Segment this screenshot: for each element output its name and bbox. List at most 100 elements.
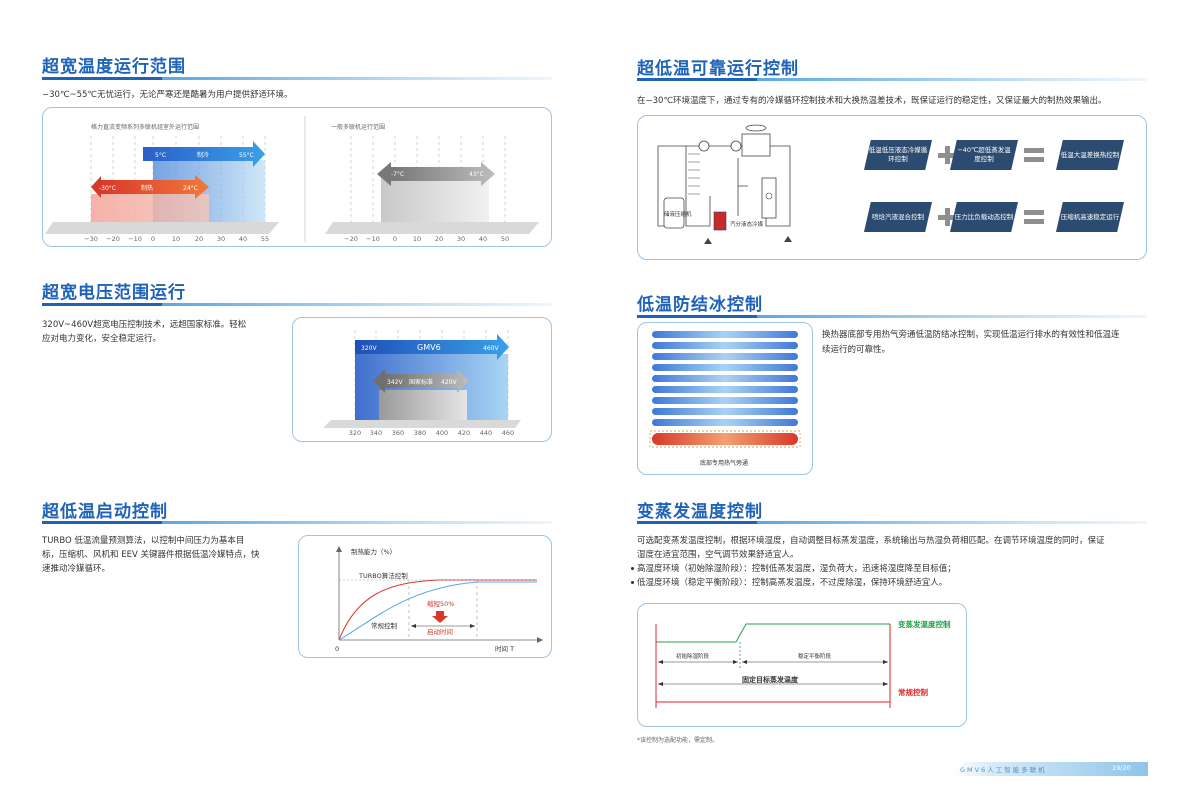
equals-icon xyxy=(1024,210,1044,224)
coil-caption: 底部专用热气旁通 xyxy=(700,459,748,467)
start-desc-2: 标，压缩机、风机和 EEV 关键器件根据低温冷媒特点，快 xyxy=(42,550,260,560)
gmv-arrow xyxy=(355,334,509,360)
heat-left: -30°C xyxy=(99,185,116,192)
axis-tick-label: 440 xyxy=(480,429,492,437)
section-title-anti-freeze: 低温防结冰控制 xyxy=(637,295,763,315)
axis-tick-label: 340 xyxy=(370,429,382,437)
axis-tick-label: 10 xyxy=(172,235,180,243)
startup-origin: 0 xyxy=(335,645,339,653)
title-underline xyxy=(42,521,162,524)
separator-label: 汽分液态冷媒 xyxy=(730,220,764,228)
axis-tick-label: 20 xyxy=(195,235,203,243)
axis-tick-label: 0 xyxy=(151,235,155,243)
footer-brand: GMV6人工智能多联机 xyxy=(960,766,1047,774)
axis-tick-label: 460 xyxy=(502,429,514,437)
coil-tube xyxy=(652,342,798,349)
plus-icon xyxy=(938,208,956,226)
coil-diagram: 底部专用热气旁通 xyxy=(649,331,801,467)
axis-tick-label: 20 xyxy=(435,235,443,243)
normal-zone xyxy=(381,174,489,222)
reliable-panel: 储液压缩机 汽分液态冷媒 低温低压液态冷媒循环控制 −40℃超低蒸发温度控制 低… xyxy=(637,115,1147,260)
evap-panel: 初始除湿阶段 稳定平衡阶段 固定目标蒸发温度 变蒸发温度控制 常规控制 xyxy=(637,603,967,727)
refrigerant-diagram: 储液压缩机 汽分液态冷媒 xyxy=(657,124,792,244)
axis-tick-label: −10 xyxy=(366,235,380,243)
startup-chart: 制热能力（%） 0 时间 T TURBO算法控制 常规控制 缩短50% 启动时间 xyxy=(335,546,543,653)
compressor-tank-icon xyxy=(663,197,685,229)
start-desc-3: 速推动冷媒循环。 xyxy=(42,564,111,574)
temp-range-desc: −30℃~55℃无忧运行，无论严寒还是酷暑为用户提供舒适环境。 xyxy=(42,90,293,100)
normal-left: -7°C xyxy=(391,171,404,178)
coil-tube xyxy=(652,364,798,371)
chart-b-caption: 一般多联机运行范围 xyxy=(331,123,385,131)
start-desc-1: TURBO 低温流量预测算法，以控制中间压力为基本目 xyxy=(42,536,245,546)
green-label: 变蒸发温度控制 xyxy=(898,619,951,629)
heat-right: 24°C xyxy=(183,185,198,192)
title-underline-fade xyxy=(162,303,552,306)
down-arrow-icon xyxy=(432,611,448,623)
heat-zone xyxy=(91,194,209,222)
section-title-voltage: 超宽电压范围运行 xyxy=(42,283,186,303)
page-number: 19/20 xyxy=(1112,764,1131,772)
red-label: 常规控制 xyxy=(898,687,928,697)
section-title-temp-range: 超宽温度运行范围 xyxy=(42,57,186,77)
axis-tick-label: 360 xyxy=(392,429,404,437)
equals-icon xyxy=(1024,148,1044,162)
axis-tick-label: 320 xyxy=(349,429,361,437)
title-underline-fade xyxy=(757,78,1147,81)
title-underline-fade xyxy=(757,315,1147,318)
temp-range-chart: 格力直流变频系列多联机组室外运行范围 5°C 制冷 55°C -30°C 制热 … xyxy=(45,116,539,243)
title-underline-fade xyxy=(162,77,552,80)
anti-freeze-panel: 底部专用热气旁通 xyxy=(637,322,813,475)
condenser-icon xyxy=(741,133,771,157)
gmv-left: 320V xyxy=(361,345,377,352)
nat-left: 342V xyxy=(387,379,403,386)
startup-panel: 制热能力（%） 0 时间 T TURBO算法控制 常规控制 缩短50% 启动时间 xyxy=(298,535,552,658)
footer-band xyxy=(952,762,1148,776)
title-underline-fade xyxy=(757,521,1147,524)
national-zone xyxy=(379,390,467,420)
evap-desc-2: 湿度在适宜范围，空气调节效果舒适宜人。 xyxy=(637,550,799,560)
valve-icon xyxy=(704,238,712,244)
valve-icon xyxy=(784,236,792,242)
axis-tick-label: 30 xyxy=(217,235,225,243)
plus-icon xyxy=(938,146,956,164)
cool-right: 55°C xyxy=(239,152,254,159)
pill-large-diff: 低温大温差换热控制 xyxy=(1056,140,1124,170)
axis-tick-label: −20 xyxy=(344,235,358,243)
turbo-curve xyxy=(338,579,537,641)
anti-freeze-desc-1: 换热器底部专用热气旁通低温防结冰控制，实现低温运行排水的有效性和低温连 xyxy=(822,330,1120,340)
title-underline-fade xyxy=(162,521,552,524)
anti-freeze-desc-2: 续运行的可靠性。 xyxy=(822,345,891,355)
evap-bullet-1: 高湿度环境（初始除湿阶段）：控制低蒸发温度，湿负荷大，迅速将湿度降至目标值； xyxy=(631,562,956,576)
coil-tube xyxy=(652,353,798,360)
section-title-low-temp-start: 超低温启动控制 xyxy=(42,502,168,522)
normal-label: 常规控制 xyxy=(371,621,398,630)
normal-arrow-right xyxy=(391,162,495,186)
reliable-desc: 在−30℃环境温度下，通过专有的冷媒循环控制技术和大换热温差技术，既保证运行的稳… xyxy=(637,96,1107,106)
fan-icon xyxy=(745,124,767,132)
axis-tick-label: −10 xyxy=(128,235,142,243)
axis-tick-label: 55 xyxy=(261,235,269,243)
phase2-label: 稳定平衡阶段 xyxy=(798,652,832,660)
coil-tube xyxy=(652,397,798,404)
variable-evap-line xyxy=(655,623,890,646)
coil-tube xyxy=(652,386,798,393)
normal-curve xyxy=(338,581,537,641)
axis-tick-label: 380 xyxy=(414,429,426,437)
axis-tick-label: 30 xyxy=(457,235,465,243)
hot-gas-bypass-coil xyxy=(652,433,798,445)
gmv-right: 460V xyxy=(483,345,499,352)
axis-tick-label: 40 xyxy=(479,235,487,243)
cool-mid: 制冷 xyxy=(197,151,209,159)
section-title-low-temp-reliable: 超低温可靠运行控制 xyxy=(637,59,799,79)
chart-b-floor xyxy=(325,222,539,234)
axis-tick-label: 40 xyxy=(239,235,247,243)
valve-icon xyxy=(698,140,710,152)
nat-mid: 国家标准 xyxy=(409,378,433,386)
normal-right: 43°C xyxy=(469,171,484,178)
gmv-mid: GMV6 xyxy=(417,343,441,352)
axis-tick-label: −20 xyxy=(106,235,120,243)
axis-tick-label: 420 xyxy=(458,429,470,437)
